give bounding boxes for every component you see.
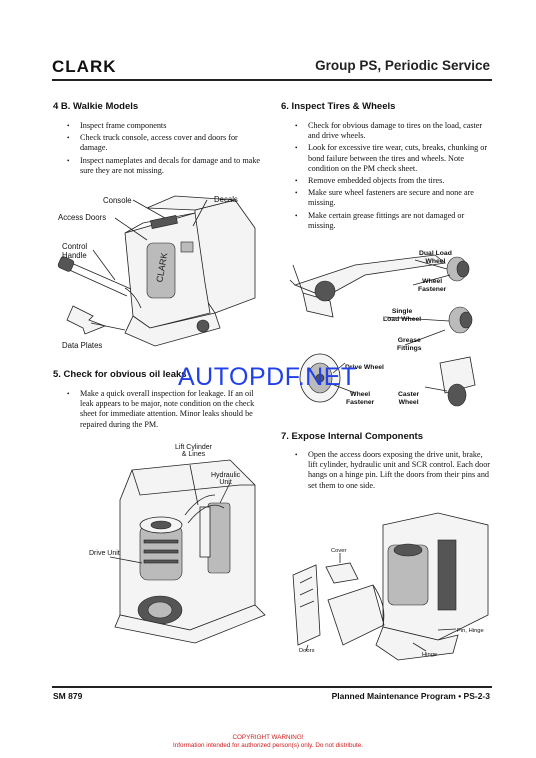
section-4b-heading: 4 B. Walkie Models <box>53 101 139 112</box>
oil-leak-illustration <box>109 459 266 644</box>
label-decals: Decals <box>214 195 238 204</box>
section-5-heading: 5. Check for obvious oil leaks <box>53 369 187 380</box>
label-lift-cylinder: Lift Cylinder & Lines <box>175 444 212 458</box>
footer-rule <box>52 686 492 688</box>
section-6-bullets: Check for obvious damage to tires on the… <box>294 121 492 233</box>
section-7-heading: 7. Expose Internal Components <box>281 431 423 442</box>
watermark-text: AUTOPDF.NET <box>178 363 357 391</box>
label-control-handle: Control Handle <box>62 242 88 260</box>
label-dual-load-wheel: Dual Load Wheel <box>419 250 452 265</box>
list-item: Make certain grease fittings are not dam… <box>294 211 492 231</box>
list-item: Make sure wheel fasteners are secure and… <box>294 188 492 208</box>
list-item: Inspect frame components <box>66 121 266 131</box>
label-wheel-fastener-1: Wheel Fastener <box>418 278 447 293</box>
tires-wheels-illustration <box>289 254 476 407</box>
footer-doc-id: SM 879 <box>53 691 83 701</box>
header-rule <box>52 79 492 81</box>
list-item: Inspect nameplates and decals for damage… <box>66 156 266 176</box>
label-drive-wheel: Drive Wheel <box>345 364 384 371</box>
list-item: Open the access doors exposing the drive… <box>294 450 492 491</box>
clark-logo: CLARK <box>52 57 117 76</box>
list-item: Look for excessive tire wear, cuts, brea… <box>294 143 492 174</box>
label-access-doors: Access Doors <box>58 213 107 222</box>
label-single-load-wheel: Single Load Wheel <box>383 308 422 323</box>
section-5-bullets: Make a quick overall inspection for leak… <box>66 389 266 432</box>
footer-page-ref: Planned Maintenance Program • PS-2-3 <box>331 691 490 701</box>
label-cover: Cover <box>331 548 347 554</box>
label-wheel-fastener-2: Wheel Fastener <box>346 391 375 406</box>
label-drive-unit: Drive Unit <box>89 550 120 557</box>
walkie-model-illustration: CLARK <box>57 195 256 347</box>
label-grease-fittings: Grease Fittings <box>397 337 422 352</box>
list-item: Remove embedded objects from the tires. <box>294 176 492 186</box>
copyright-notice: Information intended for authorized pers… <box>173 742 363 749</box>
label-hinge: Hinge <box>422 652 438 658</box>
label-pin-hinge: Pin, Hinge <box>457 628 484 634</box>
label-hydraulic-unit: Hydraulic Unit <box>211 472 241 486</box>
label-doors: Doors <box>299 648 315 654</box>
label-console: Console <box>103 196 132 205</box>
list-item: Make a quick overall inspection for leak… <box>66 389 266 430</box>
section-4b-bullets: Inspect frame components Check truck con… <box>66 121 266 178</box>
list-item: Check truck console, access cover and do… <box>66 133 266 153</box>
section-6-heading: 6. Inspect Tires & Wheels <box>281 101 396 112</box>
section-7-bullets: Open the access doors exposing the drive… <box>294 450 492 493</box>
expose-components-illustration <box>292 512 489 661</box>
label-caster-wheel: Caster Wheel <box>398 391 420 406</box>
copyright-warning: COPYRIGHT WARNING! <box>232 734 304 741</box>
page-header-title: Group PS, Periodic Service <box>315 58 490 73</box>
label-data-plates: Data Plates <box>62 341 103 350</box>
list-item: Check for obvious damage to tires on the… <box>294 121 492 141</box>
